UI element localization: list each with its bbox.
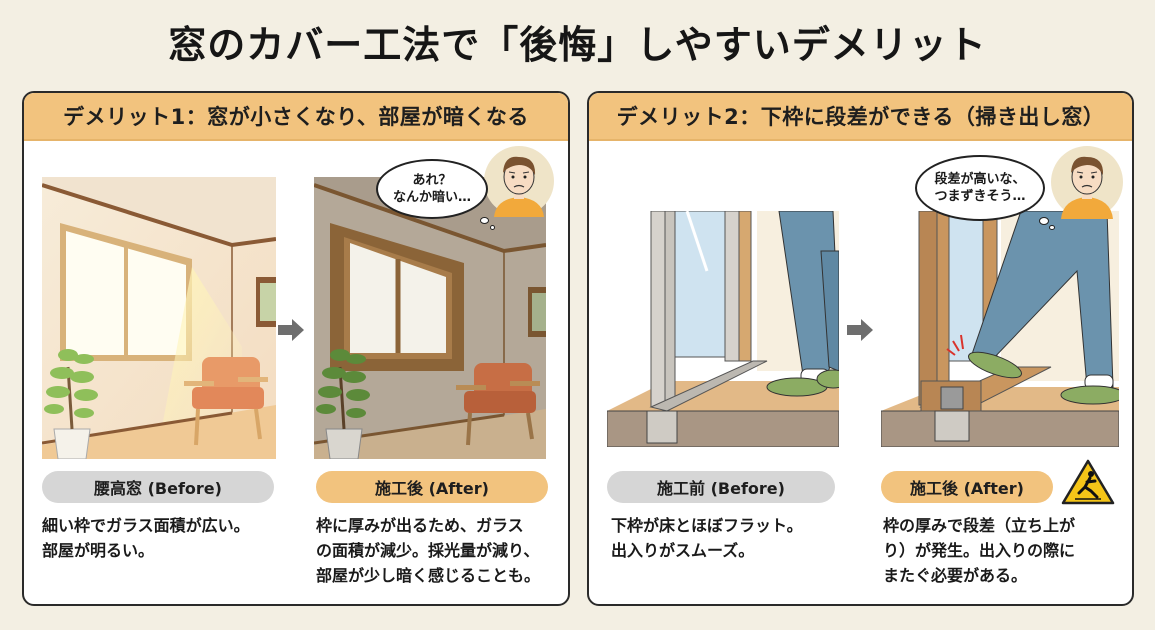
after-room-illustration: [314, 177, 546, 459]
panel-demerit-1: デメリット1：窓が小さくなり、部屋が暗くなる: [22, 91, 570, 606]
before-label: 施工前 (Before): [607, 471, 835, 503]
panel-demerit-2: デメリット2：下枠に段差ができる（掃き出し窓）: [587, 91, 1134, 606]
before-room-illustration: [42, 177, 276, 459]
panel-header: デメリット2：下枠に段差ができる（掃き出し窓）: [589, 93, 1132, 141]
right-arrow-icon: [278, 319, 304, 341]
thought-dot: [490, 225, 495, 230]
before-sill-illustration: [607, 211, 839, 447]
slip-hazard-warning-icon: [1061, 459, 1115, 505]
speech-bubble: あれ？ なんか暗い…: [376, 159, 488, 219]
right-arrow-icon: [847, 319, 873, 341]
after-sill-illustration: [881, 211, 1119, 447]
panel-header: デメリット1：窓が小さくなり、部屋が暗くなる: [24, 93, 568, 141]
worried-man-avatar: [1051, 146, 1123, 219]
after-description: 枠に厚みが出るため、ガラス の面積が減少。採光量が減り、 部屋が少し暗く感じるこ…: [316, 516, 541, 585]
after-description: 枠の厚みで段差（立ち上が り）が発生。出入りの際に またぐ必要がある。: [883, 516, 1076, 585]
thought-dot: [1049, 225, 1055, 230]
after-label: 施工後 (After): [316, 471, 548, 503]
speech-bubble: 段差が高いな、 つまずきそう…: [915, 155, 1045, 221]
worried-man-avatar: [484, 146, 554, 217]
before-description: 下枠が床とほぼフラット。 出入りがスムーズ。: [611, 516, 803, 560]
before-description: 細い枠でガラス面積が広い。 部屋が明るい。: [42, 516, 250, 560]
thought-dot: [1039, 217, 1049, 225]
after-label: 施工後 (After): [881, 471, 1053, 503]
thought-dot: [480, 217, 489, 224]
page-title: 窓のカバー工法で「後悔」しやすいデメリット: [168, 23, 987, 67]
before-label: 腰高窓 (Before): [42, 471, 274, 503]
